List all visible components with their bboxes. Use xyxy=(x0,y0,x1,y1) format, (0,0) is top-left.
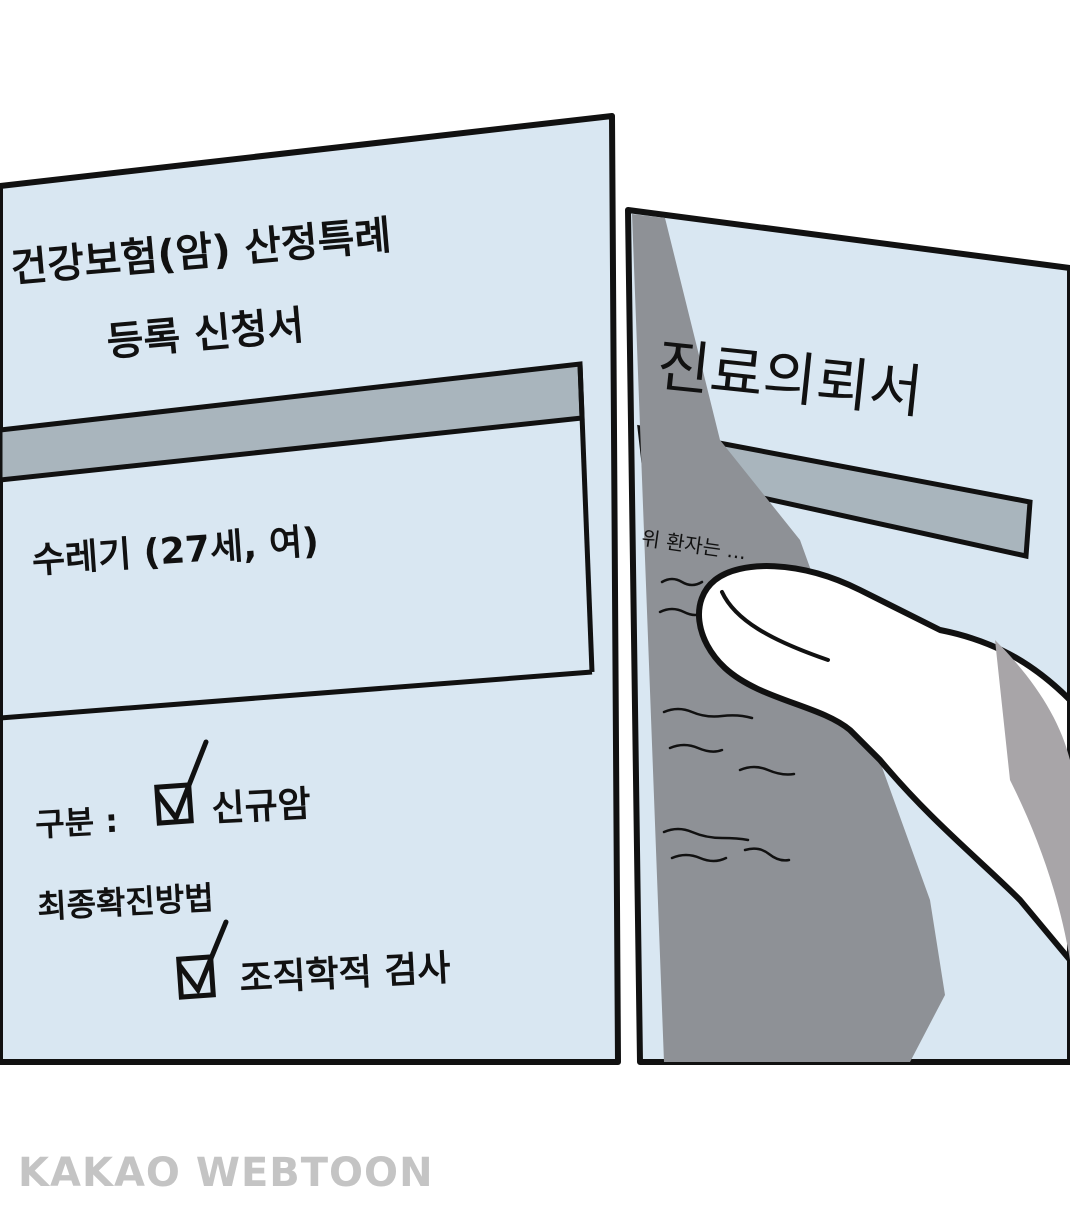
hand xyxy=(696,563,1070,963)
back-document xyxy=(625,207,1070,1065)
scribble-lines xyxy=(658,577,796,863)
checkbox-new-cancer xyxy=(154,782,194,826)
check-mark-icon xyxy=(177,919,229,996)
method-value: 조직학적 검사 xyxy=(238,947,452,1000)
kakao-webtoon-watermark: KAKAO WEBTOON xyxy=(18,1150,434,1196)
checkbox-histology xyxy=(176,954,216,1000)
category-value: 신규암 xyxy=(210,783,312,830)
method-label: 최종확진방법 xyxy=(36,878,215,926)
check-mark-icon xyxy=(155,739,209,824)
front-document xyxy=(0,113,621,1065)
category-label: 구분 : xyxy=(34,801,120,844)
